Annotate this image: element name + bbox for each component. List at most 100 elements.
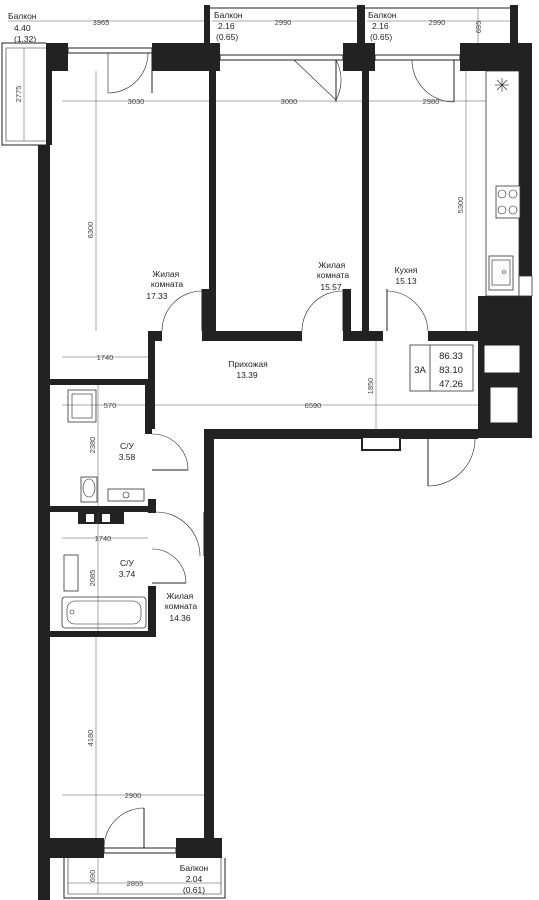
dim-balcony4-width: 2855 xyxy=(127,879,144,888)
door-entrance[interactable] xyxy=(427,438,476,487)
window-room2 xyxy=(219,54,344,61)
dim-room3-width: 2900 xyxy=(125,791,142,800)
dim-bath1-depth: 2380 xyxy=(88,437,97,454)
wall-hall-top-5 xyxy=(343,289,351,341)
balcony-1-inner xyxy=(5,47,46,142)
apartment-info: 3А 86.33 83.10 47.26 xyxy=(409,344,474,392)
dim-kitchen-depth: 5300 xyxy=(456,197,465,214)
dim-balcony3-width: 2990 xyxy=(429,18,446,27)
bath2-sink-icon xyxy=(63,554,79,592)
balcony-3-area: 2.16 xyxy=(372,21,389,31)
wall-hall-top-6 xyxy=(428,331,478,341)
hall-area: 13.39 xyxy=(236,370,258,380)
balcony-2-wall xyxy=(204,5,210,45)
kitchen-riser xyxy=(518,275,533,297)
door-bath2[interactable] xyxy=(151,548,187,584)
dim-balcony3-depth: 695 xyxy=(474,21,483,34)
balcony-1-name: Балкон xyxy=(8,11,37,21)
room-1-name: Жилая комната xyxy=(151,269,183,289)
dim-room3-depth: 4180 xyxy=(86,730,95,747)
balcony-4-outline xyxy=(63,858,226,899)
hall-niche xyxy=(361,436,401,451)
room-2-name-line2: комната xyxy=(317,270,349,280)
wall-room2-kitchen xyxy=(362,71,369,333)
bath2-area: 3.74 xyxy=(119,569,136,579)
balcony-4-name: Балкон xyxy=(180,863,209,873)
kitchen-sink-icon xyxy=(488,255,514,291)
bathtub-icon xyxy=(61,596,147,629)
hall-name: Прихожая xyxy=(228,359,268,369)
door-balcony-1[interactable] xyxy=(107,52,149,94)
dim-hall-width: 6590 xyxy=(305,401,322,410)
balcony-4-area: 2.04 xyxy=(186,874,203,884)
room-3-name-line1: Жилая xyxy=(166,591,193,601)
door-room2[interactable] xyxy=(301,290,343,332)
wall-bottom-right xyxy=(176,838,222,858)
dim-room1-depth: 6300 xyxy=(86,222,95,239)
room-1-name-line1: Жилая xyxy=(152,269,179,279)
balcony-3-name: Балкон xyxy=(368,10,397,20)
shaft-2 xyxy=(489,386,519,424)
wall-bath1-top xyxy=(50,379,148,385)
wall-bath-divider-end xyxy=(148,499,156,513)
door-balcony-3[interactable] xyxy=(411,59,455,103)
dim-bath2-depth: 2085 xyxy=(88,570,97,587)
door-balcony-2[interactable] xyxy=(293,59,342,101)
room-2-area: 15.57 xyxy=(320,282,342,292)
bath1-area: 3.58 xyxy=(119,452,136,462)
windows xyxy=(67,47,461,854)
dimension-labels: 3965 2990 2990 2775 695 3030 3000 2980 6… xyxy=(14,18,483,888)
room-3-name-line2: комната xyxy=(165,601,197,611)
window-room1 xyxy=(67,47,153,54)
bath1-sink-icon xyxy=(67,389,97,423)
dim-balcony1-width: 3965 xyxy=(93,18,110,27)
wall-bath-divider xyxy=(50,506,156,512)
door-room1[interactable] xyxy=(161,290,203,332)
room-1-name-line2: комната xyxy=(151,279,183,289)
bath2-name: С/У xyxy=(120,558,135,568)
shaft-1 xyxy=(483,344,521,374)
door-kitchen[interactable] xyxy=(386,290,429,332)
dim-hall-depth: 1850 xyxy=(366,378,375,395)
dim-kitchen-width: 2980 xyxy=(423,97,440,106)
wall-bottom-left xyxy=(38,838,104,858)
bath-fixtures xyxy=(61,389,147,629)
bath1-washer-icon xyxy=(107,488,145,502)
info-box xyxy=(409,344,474,392)
balconies xyxy=(1,5,518,899)
wall-bath2-bottom xyxy=(50,631,156,637)
balcony-3-reduced: (0.65) xyxy=(370,32,392,42)
dim-bath2-width: 1740 xyxy=(95,534,112,543)
wall-room1-room2 xyxy=(209,71,216,333)
wall-hall-top-2 xyxy=(202,289,210,341)
wall-left-outer xyxy=(38,145,50,900)
wall-top-right-corner xyxy=(460,43,532,71)
balcony-3-end-wall xyxy=(510,5,518,45)
room-2-name: Жилая комната xyxy=(317,260,349,280)
dimension-lines xyxy=(8,8,510,894)
dim-balcony1-depth: 2775 xyxy=(14,86,23,103)
window-room3 xyxy=(103,847,177,854)
balcony-4-inner xyxy=(67,858,222,895)
wall-bath1-right xyxy=(145,379,152,434)
area-total: 86.33 xyxy=(439,351,463,362)
door-balcony-4[interactable] xyxy=(103,807,145,849)
wall-bath2-right xyxy=(148,586,156,636)
balcony-1-reduced: (1.32) xyxy=(14,34,36,44)
balcony-2-name: Балкон xyxy=(214,10,243,20)
balcony-4-reduced: (0.61) xyxy=(183,885,205,895)
area-living: 47.26 xyxy=(439,379,463,390)
wall-right-outer xyxy=(519,71,532,296)
room-labels: Жилая комната 17.33 Жилая комната 15.57 … xyxy=(119,260,418,623)
room-3-name: Жилая комната xyxy=(165,591,197,611)
doors xyxy=(103,50,476,849)
room-1-area: 17.33 xyxy=(146,291,168,301)
dim-room2-width: 3000 xyxy=(281,97,298,106)
door-bath1[interactable] xyxy=(151,433,189,471)
door-room3[interactable] xyxy=(155,511,201,557)
kitchen-area: 15.13 xyxy=(395,276,417,286)
wall-hall-bottom xyxy=(204,429,478,439)
balcony-3-wall xyxy=(357,5,365,45)
balcony-1-outline xyxy=(1,42,46,146)
